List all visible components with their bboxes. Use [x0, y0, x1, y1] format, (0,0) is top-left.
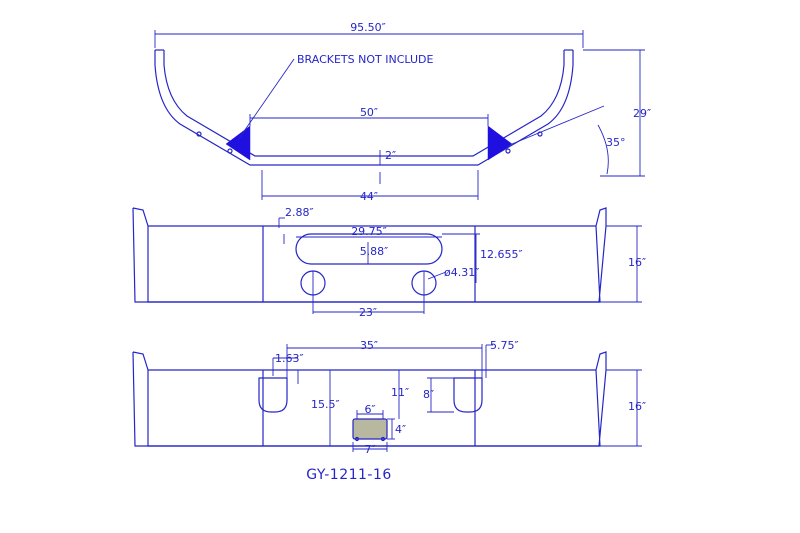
- dim-notch-height: 8″: [423, 388, 434, 401]
- dim-plate-height: 4″: [395, 423, 406, 436]
- bumper-outline-outer: [154, 50, 574, 166]
- brackets-note: BRACKETS NOT INCLUDE: [297, 53, 433, 66]
- left-notch: [258, 377, 288, 413]
- front-outline: [132, 207, 607, 303]
- dim-slot-width: 29.75″: [351, 225, 387, 238]
- front-view: 2.88″ 29.75″ 5.88″ 12.655″ ø4.31″ 23″ 16…: [132, 206, 646, 319]
- center-slot: [295, 233, 443, 265]
- dim-angle: 35°: [606, 136, 626, 149]
- right-notch: [453, 377, 483, 413]
- part-number: GY-1211-16: [306, 467, 392, 483]
- dim-rear-span: 35″: [360, 339, 378, 352]
- dim-center-span: 50″: [360, 106, 378, 119]
- right-bracket: [487, 125, 513, 161]
- dim-bottom-span: 44″: [360, 190, 378, 203]
- bumper-outline-inner: [163, 50, 565, 157]
- dim-left-offset: 1.63″: [275, 352, 304, 365]
- dim-front-height: 16″: [628, 256, 646, 269]
- dim-rear-height: 16″: [628, 400, 646, 413]
- rear-outline: [132, 351, 607, 447]
- dim-right-offset: 5.75″: [490, 339, 519, 352]
- rear-view: 35″ 1.63″ 5.75″ 11″ 8″ 15.5″ 6″ 4″: [132, 339, 646, 456]
- dim-slot-to-hole: 12.655″: [480, 248, 523, 261]
- dim-overall-width: 95.50″: [350, 21, 386, 34]
- dim-hole-diameter: ø4.31″: [444, 266, 479, 279]
- dim-slot-offset: 2.88″: [285, 206, 314, 219]
- mount-plate: [352, 418, 388, 440]
- dim-plate-width: 6″: [364, 403, 375, 416]
- dim-plate-outer: 7″: [364, 443, 375, 456]
- dim-height: 29″: [633, 107, 651, 120]
- dim-slot-height: 5.88″: [360, 245, 389, 258]
- top-view: 95.50″ BRACKETS NOT INCLUDE 50″ 2″ 44″ 2…: [154, 21, 651, 203]
- dim-drop: 11″: [391, 386, 409, 399]
- left-bracket: [225, 125, 251, 161]
- dim-hole-spacing: 23″: [359, 306, 377, 319]
- dim-overall-drop: 15.5″: [311, 398, 340, 411]
- dim-center-drop: 2″: [385, 149, 396, 162]
